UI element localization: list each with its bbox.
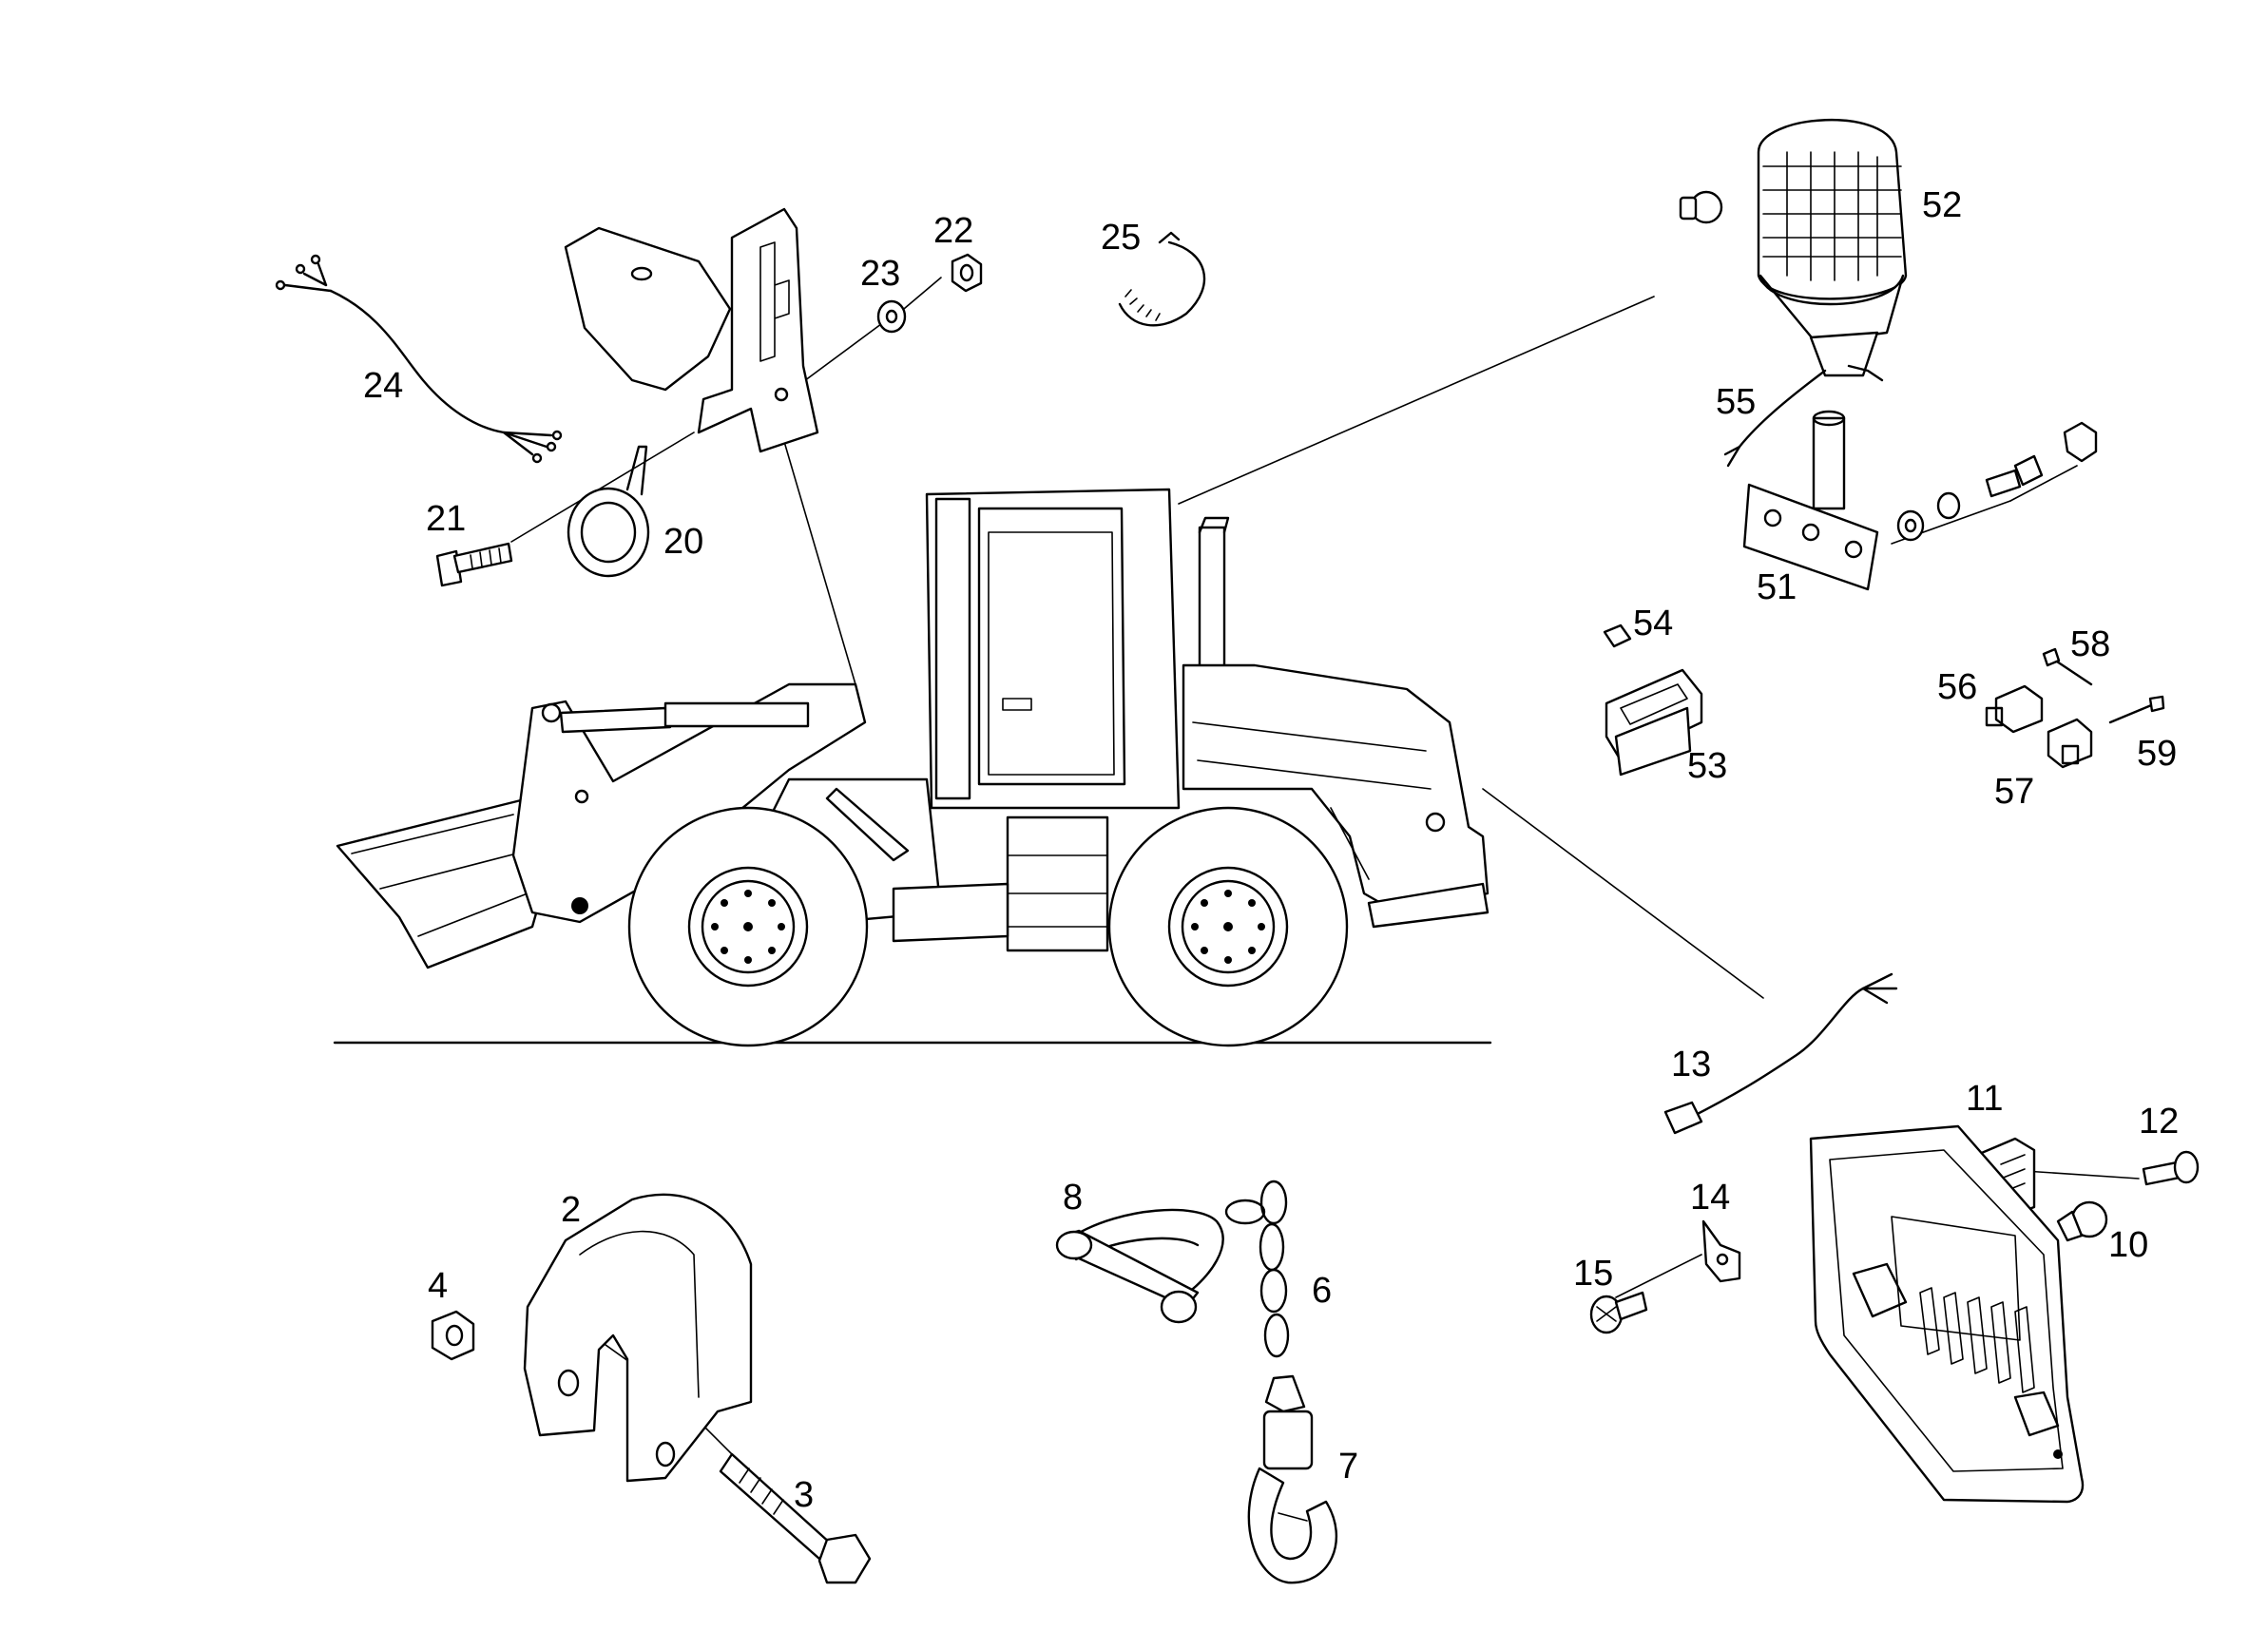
hose-clamp-25 — [1118, 231, 1206, 327]
switch-cap-54 — [1603, 624, 1632, 648]
washer-23 — [876, 299, 907, 334]
terminal-58 — [2042, 647, 2093, 686]
callout-25: 25 — [1101, 218, 1141, 258]
callout-24: 24 — [363, 366, 403, 406]
callout-3: 3 — [794, 1475, 814, 1515]
hook-7 — [1247, 1374, 1338, 1584]
callout-11: 11 — [1966, 1079, 2003, 1119]
beacon-light-52 — [1757, 119, 1908, 382]
callout-53: 53 — [1687, 746, 1727, 786]
nut-22 — [951, 253, 983, 293]
horn-20 — [567, 445, 650, 578]
screw-15 — [1589, 1291, 1648, 1334]
bulb-10 — [2056, 1200, 2108, 1242]
wiring-harness-13 — [1663, 972, 1898, 1135]
beacon-cable-55 — [1723, 369, 1827, 468]
bulb-52a — [1679, 190, 1723, 224]
instrument-panel — [1809, 1124, 2085, 1504]
callout-57: 57 — [1994, 772, 2034, 812]
callout-22: 22 — [933, 211, 973, 251]
callout-56: 56 — [1937, 667, 1977, 707]
callout-4: 4 — [428, 1266, 448, 1306]
nut-4 — [431, 1310, 475, 1361]
connector-57 — [2047, 718, 2093, 769]
callout-labels: 2 3 4 6 7 8 10 11 12 13 14 15 20 21 22 2… — [363, 185, 2179, 1515]
callout-21: 21 — [426, 499, 466, 539]
guard-cover-2 — [523, 1193, 753, 1483]
callout-55: 55 — [1716, 382, 1756, 422]
callout-52: 52 — [1922, 185, 1962, 225]
callout-12: 12 — [2139, 1102, 2179, 1142]
callout-10: 10 — [2108, 1225, 2148, 1265]
callout-20: 20 — [663, 522, 703, 562]
shackle-8 — [1055, 1208, 1224, 1324]
screw-12 — [2142, 1150, 2200, 1186]
callout-23: 23 — [860, 254, 900, 294]
connector-56 — [1985, 684, 2044, 734]
callout-7: 7 — [1338, 1447, 1358, 1487]
callout-8: 8 — [1063, 1178, 1083, 1218]
callout-13: 13 — [1671, 1045, 1711, 1084]
bolt-3 — [719, 1452, 872, 1584]
clip-14 — [1701, 1219, 1741, 1283]
chain-6 — [1224, 1180, 1290, 1358]
callout-54: 54 — [1633, 604, 1673, 643]
wheel-loader-illustration — [333, 488, 1492, 1047]
callout-51: 51 — [1757, 567, 1797, 607]
mounting-bracket — [564, 207, 819, 453]
callout-14: 14 — [1690, 1178, 1730, 1218]
callout-2: 2 — [561, 1190, 581, 1230]
wiring-harness-24 — [275, 254, 563, 464]
callout-15: 15 — [1573, 1254, 1613, 1294]
beacon-mount-51 — [1742, 410, 2098, 591]
callout-58: 58 — [2070, 624, 2110, 664]
callout-59: 59 — [2137, 734, 2177, 774]
bolt-21 — [435, 542, 513, 587]
callout-6: 6 — [1312, 1271, 1332, 1311]
terminal-59 — [2108, 695, 2165, 724]
rocker-switch-53 — [1605, 668, 1703, 777]
